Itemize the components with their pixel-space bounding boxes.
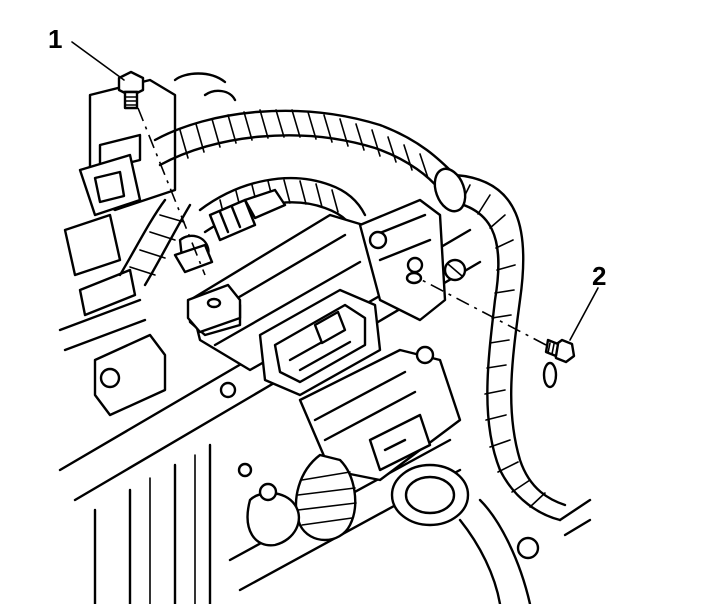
bolt-2-leader-line (417, 277, 547, 346)
lower-pump-housing (219, 345, 470, 547)
throttle-body-assembly (188, 198, 467, 397)
callout-1-pointer (71, 41, 125, 81)
bolt-2 (405, 271, 599, 364)
callout-2-pointer (569, 287, 599, 341)
lower-right-pulley (458, 498, 592, 604)
bolt-1-leader-line (137, 107, 206, 276)
wiring-harness-right (433, 167, 567, 522)
mounting-tab (186, 283, 242, 334)
wiring-harness-upper (118, 109, 457, 287)
upper-left-bracket (63, 72, 237, 277)
bolt-1 (71, 41, 206, 276)
callout-1-label: 1 (48, 24, 62, 54)
callout-2-label: 2 (592, 261, 606, 291)
lower-left-bracket (58, 268, 167, 417)
